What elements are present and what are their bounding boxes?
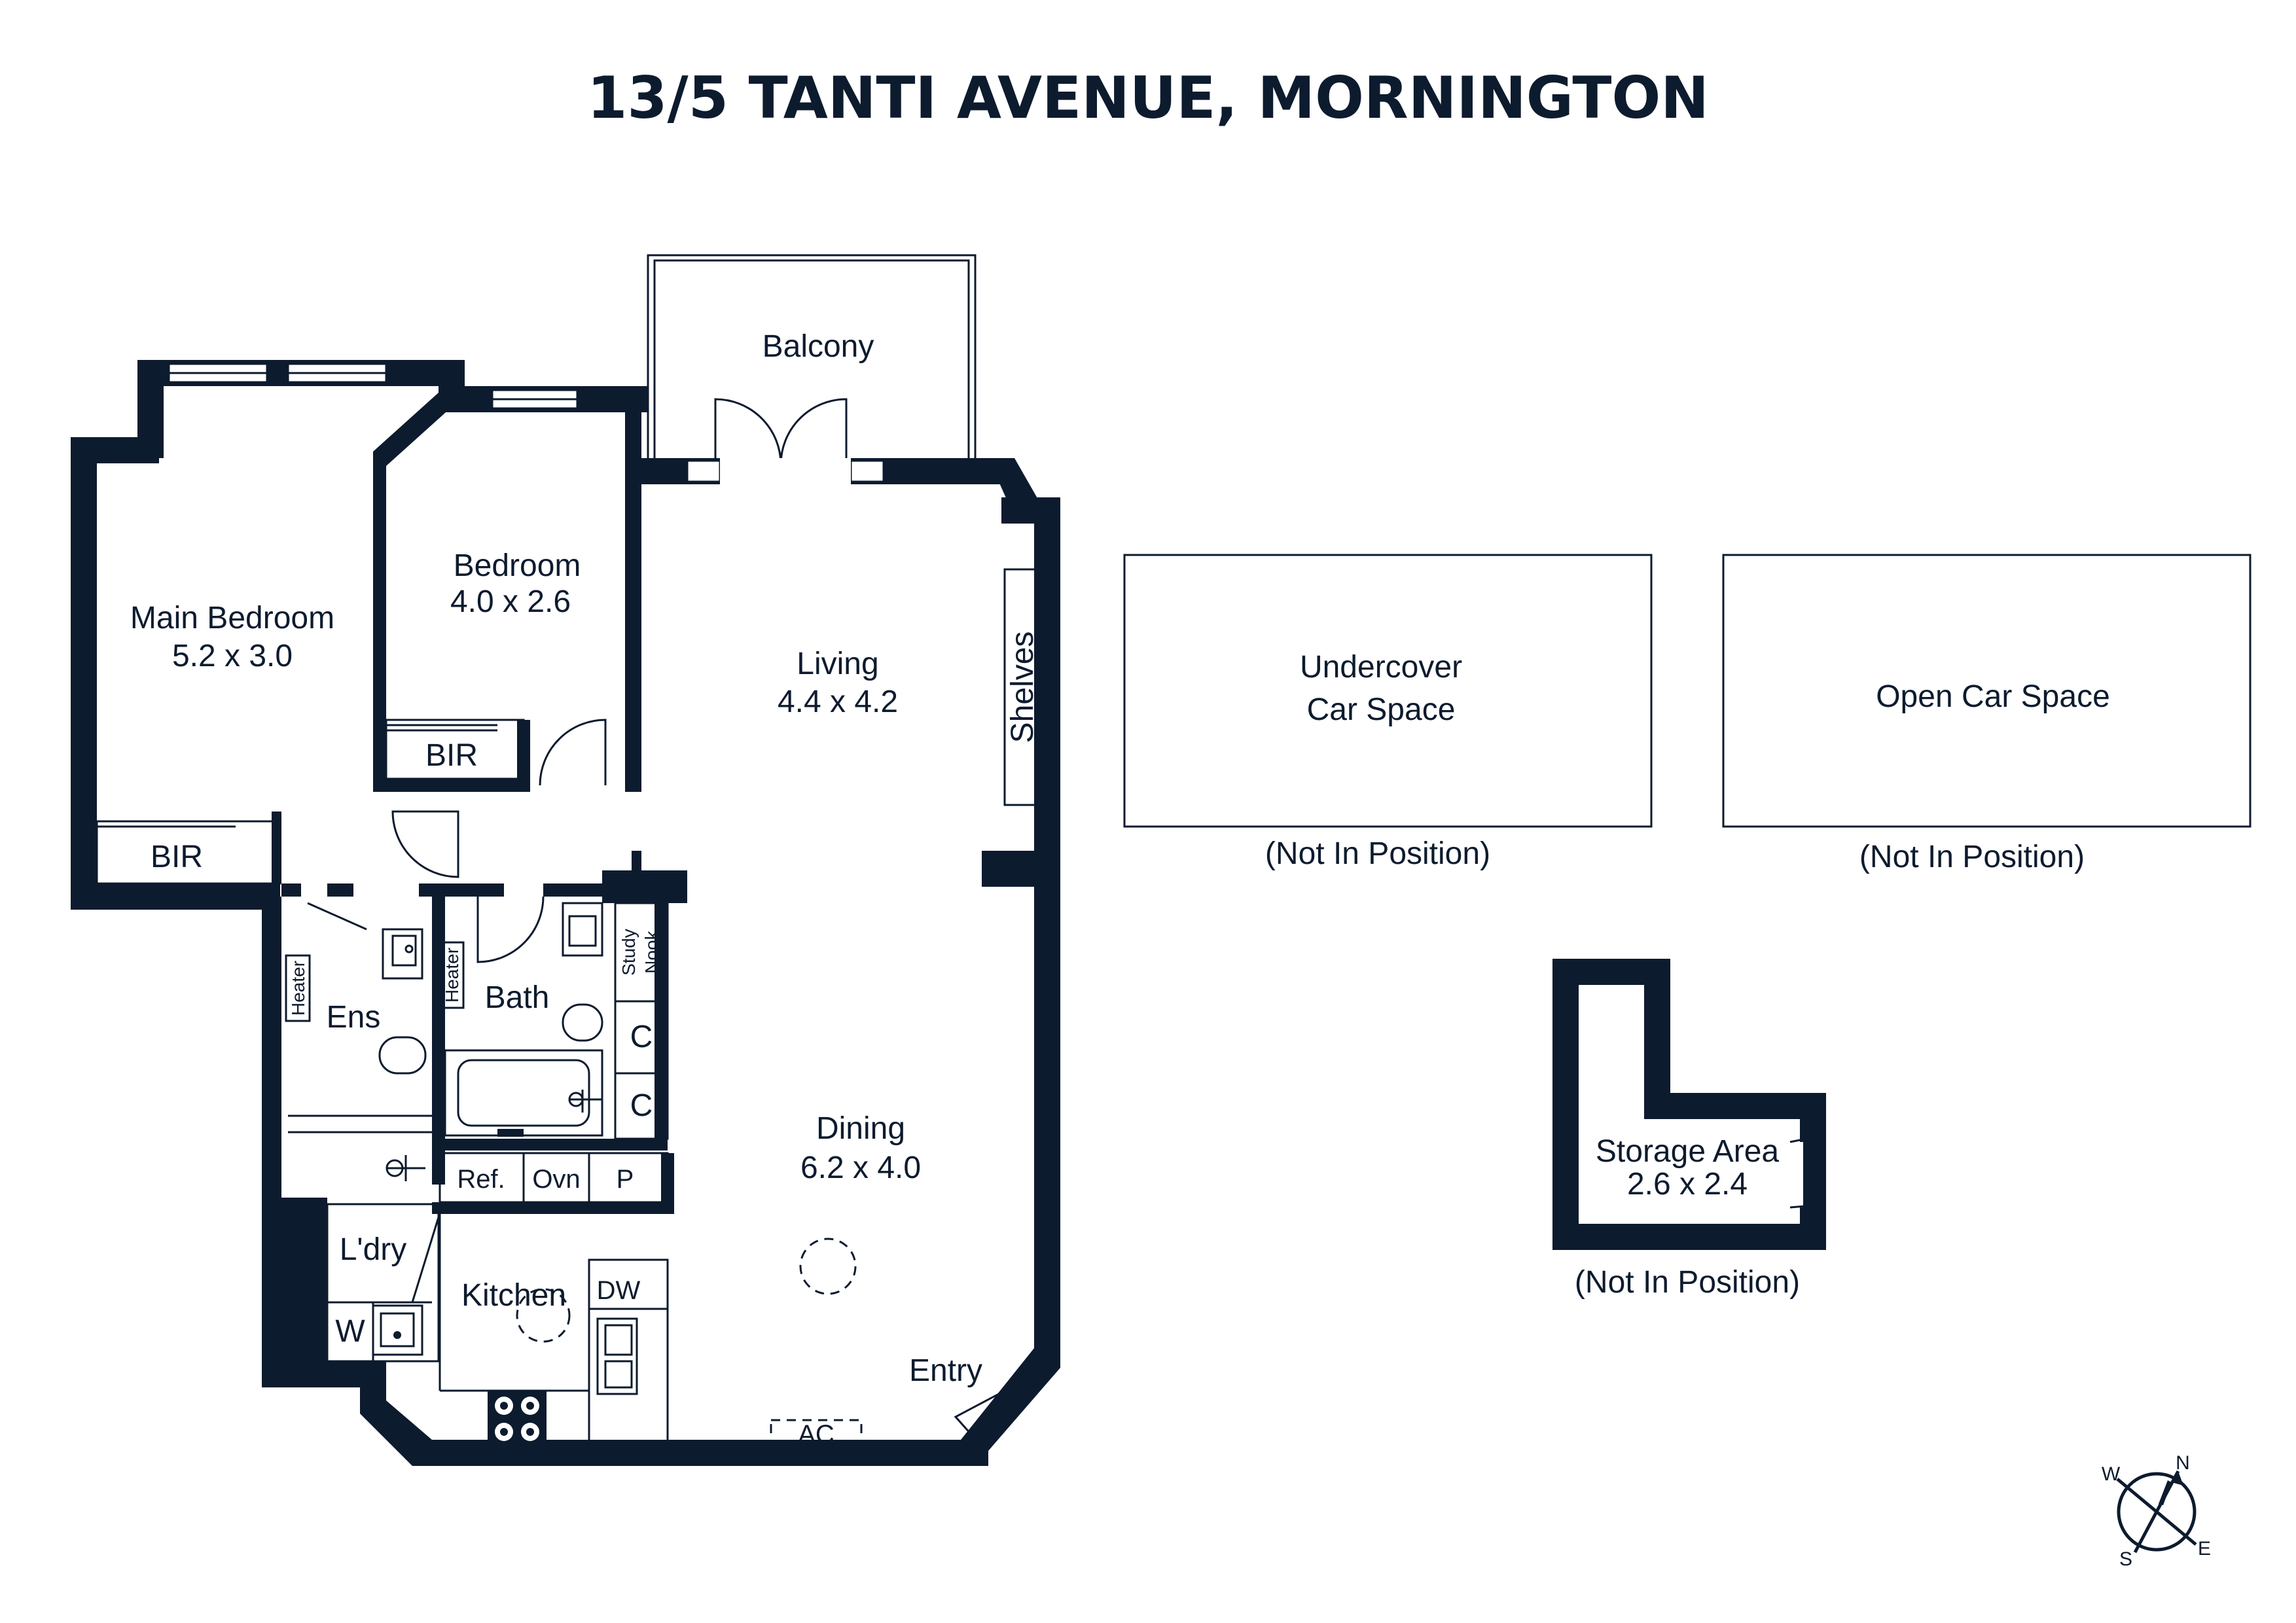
cupboard-1-label: C: [630, 1020, 653, 1054]
ovn-label: Ovn: [532, 1165, 580, 1194]
storage-size: 2.6 x 2.4: [1627, 1167, 1748, 1202]
ref-label: Ref.: [457, 1165, 505, 1194]
open-car-label: Open Car Space: [1876, 679, 2110, 714]
compass-e: E: [2198, 1538, 2211, 1560]
study-nook-line2: Nook: [641, 930, 662, 973]
bedroom-size: 4.0 x 2.6: [450, 584, 571, 619]
undercover-note: (Not In Position): [1265, 836, 1490, 871]
shelves-label: Shelves: [1005, 632, 1040, 743]
main-bedroom-size: 5.2 x 3.0: [172, 639, 293, 673]
kitchen: Ref. Ovn P Kitchen DW: [432, 1152, 674, 1448]
pantry-label: P: [617, 1165, 634, 1194]
compass-w: W: [2102, 1463, 2121, 1485]
laundry-label: L'dry: [340, 1232, 407, 1267]
entry-label: Entry: [909, 1353, 982, 1388]
living: Living 4.4 x 4.2 Shelves: [778, 568, 1040, 806]
dw-label: DW: [597, 1276, 641, 1305]
cupboard-2-label: C: [630, 1088, 653, 1123]
main-bedroom: Main Bedroom 5.2 x 3.0 BIR: [96, 601, 334, 885]
bath-label: Bath: [485, 980, 550, 1015]
entry: Entry AC: [770, 1353, 1012, 1449]
undercover-line1: Undercover: [1300, 650, 1462, 685]
ens-label: Ens: [327, 1000, 381, 1035]
heater-ens-label: Heater: [288, 961, 308, 1016]
bir-main-label: BIR: [151, 840, 203, 874]
laundry: L'dry W: [326, 1203, 440, 1363]
main-bedroom-name: Main Bedroom: [130, 601, 334, 635]
dining: Dining 6.2 x 4.0: [799, 1111, 921, 1295]
bedroom: Bedroom 4.0 x 2.6 BIR: [385, 548, 607, 878]
bedroom-name: Bedroom: [454, 548, 581, 583]
washer-label: W: [335, 1314, 365, 1349]
compass: N W S E: [2102, 1452, 2211, 1570]
living-size: 4.4 x 4.2: [778, 685, 898, 719]
balcony: Balcony: [647, 254, 977, 466]
bir-bedroom-label: BIR: [425, 738, 478, 773]
open-car-space: Open Car Space (Not In Position): [1722, 554, 2251, 874]
undercover-line2: Car Space: [1307, 692, 1456, 727]
dining-name: Dining: [816, 1111, 905, 1146]
living-name: Living: [797, 647, 878, 681]
bathroom: Heater Bath: [439, 896, 603, 1137]
open-car-note: (Not In Position): [1859, 840, 2085, 874]
kitchen-label: Kitchen: [461, 1278, 566, 1313]
storage-name: Storage Area: [1596, 1134, 1780, 1169]
compass-n: N: [2176, 1452, 2190, 1474]
ensuite: Heater Ens: [285, 902, 432, 1181]
study-area: Study Nook C C: [614, 902, 669, 1140]
study-nook-line1: Study: [619, 929, 639, 976]
compass-s: S: [2119, 1548, 2132, 1570]
ac-label: AC: [798, 1420, 834, 1449]
dining-size: 6.2 x 4.0: [800, 1150, 921, 1185]
balcony-label: Balcony: [762, 329, 874, 364]
storage-note: (Not In Position): [1575, 1265, 1800, 1300]
page-title: 13/5 TANTI AVENUE, MORNINGTON: [587, 64, 1709, 132]
undercover-car-space: Undercover Car Space (Not In Position): [1123, 554, 1653, 871]
heater-bath-label: Heater: [442, 948, 462, 1003]
storage-area: Storage Area 2.6 x 2.4 (Not In Position): [1552, 959, 1826, 1300]
